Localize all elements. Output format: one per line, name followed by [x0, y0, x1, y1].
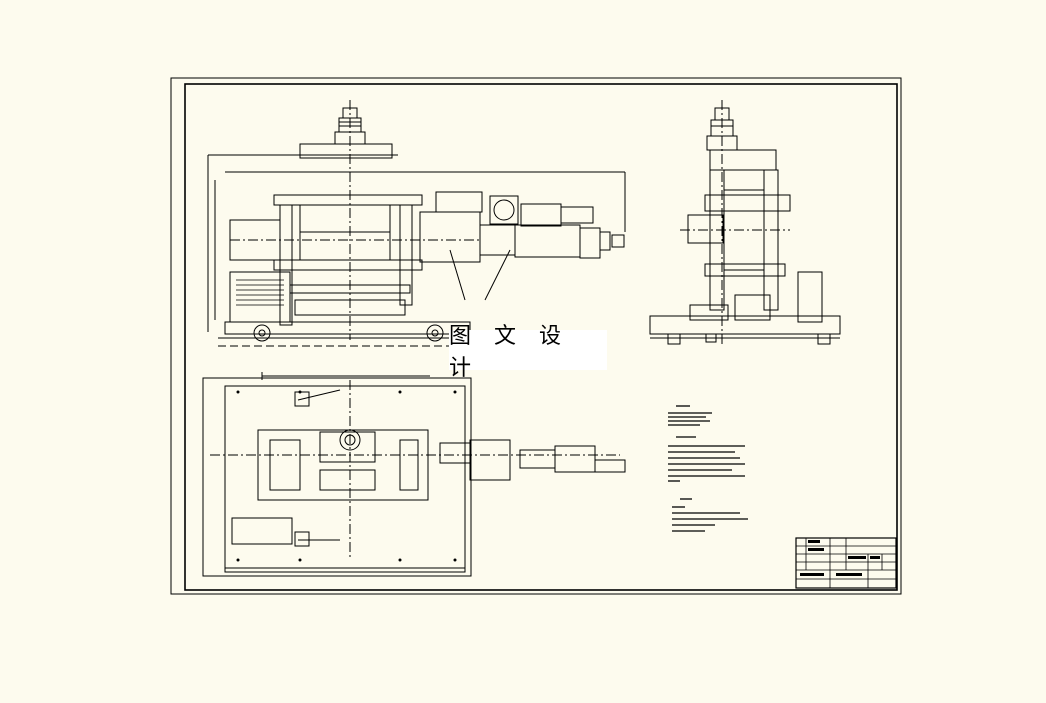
wheel-right [426, 324, 444, 342]
control-box-front [229, 271, 291, 323]
outer-border [170, 77, 902, 595]
side-elevation-view [649, 100, 841, 345]
watermark-label: 图 文 设 计 [449, 324, 607, 381]
inner-border [184, 83, 898, 591]
plan-view [202, 372, 626, 577]
front-elevation-view [207, 100, 626, 347]
wheel-left [253, 324, 271, 342]
technical-notes [668, 405, 748, 532]
title-block [795, 537, 897, 589]
control-box-plan [231, 517, 293, 545]
